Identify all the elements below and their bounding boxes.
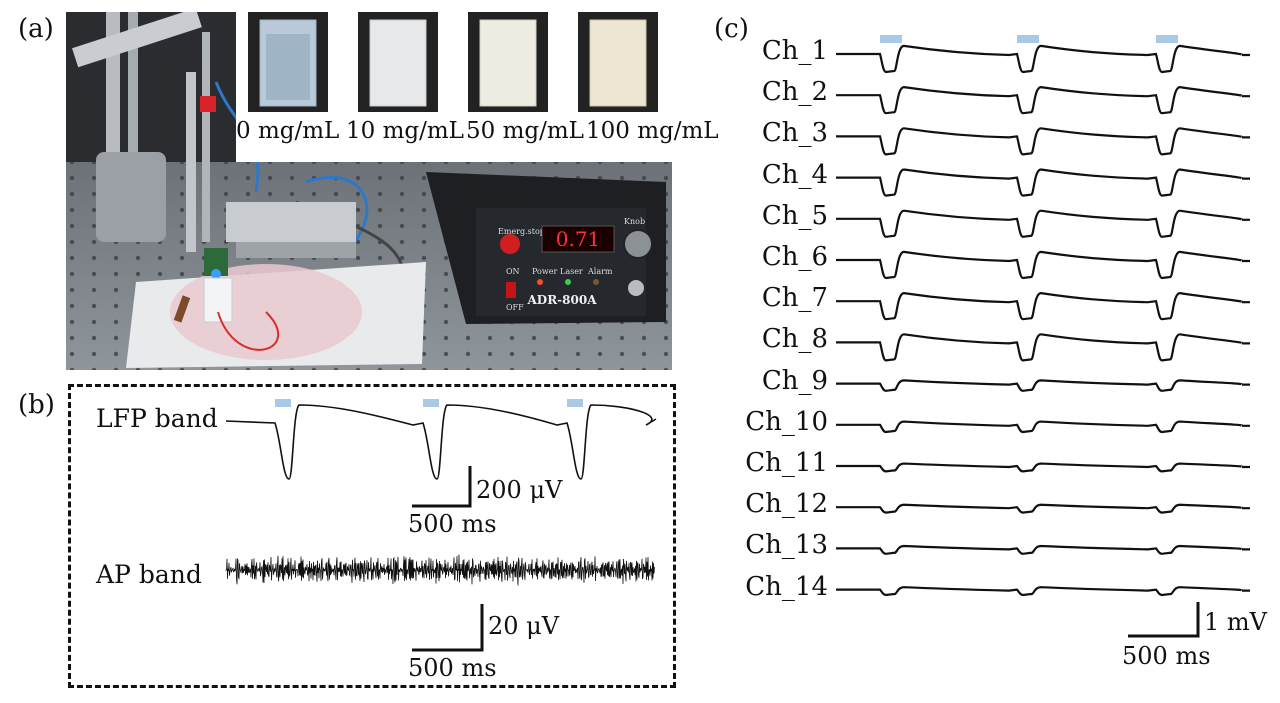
channel-trace bbox=[836, 44, 1250, 74]
power-indicator-label: Power bbox=[532, 267, 557, 276]
sample-row bbox=[238, 12, 718, 142]
channel-label: Ch_13 bbox=[745, 530, 828, 561]
channel-label: Ch_5 bbox=[761, 200, 828, 231]
channel-trace bbox=[836, 544, 1250, 555]
lfp-stim-marker bbox=[423, 399, 439, 407]
sample-label-0: 0 mg/mL bbox=[236, 118, 340, 144]
sample-label-2: 50 mg/mL bbox=[466, 118, 584, 144]
ap-trace bbox=[225, 554, 655, 586]
channel-label: Ch_14 bbox=[745, 571, 828, 602]
channel-label: Ch_10 bbox=[745, 406, 828, 437]
channel-trace bbox=[836, 85, 1250, 115]
channel-label: Ch_2 bbox=[761, 77, 828, 108]
lfp-scale-voltage: 200 μV bbox=[476, 476, 563, 504]
channel-trace bbox=[836, 379, 1250, 392]
sample-cuvette-1 bbox=[358, 12, 438, 112]
sample-label-1: 10 mg/mL bbox=[346, 118, 464, 144]
channel-trace bbox=[836, 503, 1250, 514]
on-label: ON bbox=[506, 267, 520, 276]
channel-trace bbox=[836, 420, 1250, 434]
channel-trace bbox=[836, 333, 1250, 362]
channel-trace bbox=[836, 127, 1250, 156]
lfp-scale-time: 500 ms bbox=[408, 510, 497, 538]
channel-label: Ch_12 bbox=[745, 489, 828, 520]
ap-trace-line bbox=[225, 554, 655, 586]
knob-label: Knob bbox=[624, 217, 645, 226]
sample-cuvette-0 bbox=[248, 12, 328, 112]
alarm-indicator-label: Alarm bbox=[587, 267, 613, 276]
panel-c-scale-time: 500 ms bbox=[1122, 642, 1211, 670]
panel-b-label: (b) bbox=[18, 390, 55, 420]
panel-c-scale-bar bbox=[1128, 602, 1200, 638]
panel-b-traces bbox=[225, 399, 657, 652]
lfp-scale-bar bbox=[412, 466, 472, 508]
knob bbox=[623, 229, 653, 259]
channel-trace bbox=[836, 291, 1250, 321]
sample-cuvette-2 bbox=[468, 12, 548, 112]
channel-stim-marker bbox=[1156, 35, 1178, 43]
channel-stim-marker bbox=[880, 35, 902, 43]
panel-c-label: (c) bbox=[714, 14, 749, 44]
channel-label: Ch_11 bbox=[745, 448, 828, 478]
channel-trace bbox=[836, 209, 1250, 238]
channel-label: Ch_9 bbox=[761, 365, 828, 396]
ap-scale-time: 500 ms bbox=[408, 654, 497, 682]
sample-label-3: 100 mg/mL bbox=[586, 118, 719, 144]
panel-b-frame bbox=[68, 384, 676, 688]
channel-trace bbox=[836, 462, 1250, 473]
lfp-stim-marker bbox=[275, 399, 291, 407]
panel-a-label: (a) bbox=[18, 14, 54, 44]
channel-stim-marker bbox=[1017, 35, 1039, 43]
channel-label: Ch_6 bbox=[761, 242, 828, 272]
lfp-stim-marker bbox=[567, 399, 583, 407]
power-switch bbox=[506, 282, 516, 298]
emergency-stop-label: Emerg.stop bbox=[498, 227, 545, 236]
device-brand: ADR-800A bbox=[526, 293, 597, 307]
channel-label: Ch_3 bbox=[761, 118, 828, 149]
channel-label: Ch_1 bbox=[761, 36, 828, 66]
laser-indicator-label: Laser bbox=[560, 267, 583, 276]
channel-trace bbox=[836, 250, 1250, 280]
sample-cuvette-3 bbox=[578, 12, 658, 112]
channel-label: Ch_4 bbox=[761, 159, 828, 190]
lfp-band-label: LFP band bbox=[96, 404, 218, 433]
emergency-stop-button bbox=[500, 234, 520, 254]
panel-c-scale-voltage: 1 mV bbox=[1204, 608, 1267, 636]
lfp-trace-line bbox=[225, 404, 657, 480]
channel-trace bbox=[836, 168, 1250, 197]
channel-trace bbox=[836, 586, 1250, 597]
channel-label: Ch_8 bbox=[761, 324, 828, 355]
ap-scale-voltage: 20 μV bbox=[488, 612, 560, 640]
ap-band-label: AP band bbox=[96, 560, 202, 589]
channel-label: Ch_7 bbox=[761, 283, 828, 314]
ap-scale-bar bbox=[412, 604, 484, 652]
off-label: OFF bbox=[506, 303, 524, 312]
lfp-trace bbox=[225, 399, 657, 480]
display-reading: 0.71 bbox=[556, 227, 601, 251]
